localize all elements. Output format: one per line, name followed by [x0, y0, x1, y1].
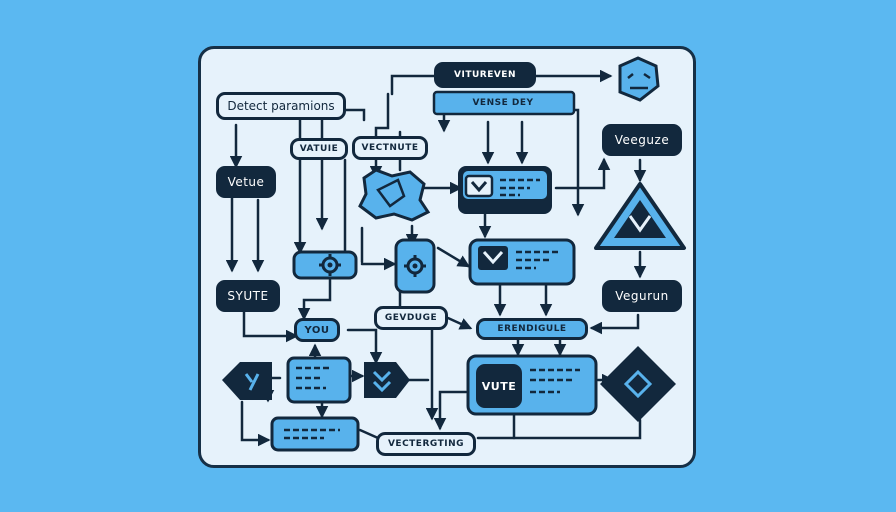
connector: [554, 157, 611, 190]
list-box: [286, 356, 352, 404]
node-vectnute: VECTNUTE: [352, 136, 428, 160]
chevron-list-card: [468, 238, 576, 286]
connector: [589, 313, 640, 335]
connector: [570, 108, 585, 217]
chevron-down-icon: [364, 362, 410, 398]
puzzle-gear-icon: [358, 168, 431, 222]
node-vectergting: VECTERGTING: [376, 432, 476, 456]
node-vitureven: VITUREVEN: [434, 62, 536, 88]
node-you: YOU: [294, 318, 340, 342]
node-vense-dey: VENSE DEY: [472, 98, 534, 108]
connector: [342, 108, 366, 122]
connector: [346, 328, 383, 365]
node-vatuie: VATUIE: [290, 138, 348, 160]
list-box: [270, 416, 360, 452]
connector: [436, 246, 471, 268]
connector: [390, 74, 436, 96]
node-vute: VUTE: [476, 364, 522, 408]
connector: [446, 316, 473, 330]
node-veeguze: Veeguze: [602, 124, 682, 156]
connector: [402, 326, 439, 421]
vense-dey-plate: [432, 90, 576, 116]
connector: [433, 390, 468, 431]
connector: [369, 92, 390, 179]
node-gevduge: GEVDUGE: [374, 306, 448, 330]
node-vetue: Vetue: [216, 166, 276, 198]
diamond-icon: [600, 346, 676, 422]
connector: [240, 400, 271, 447]
check-icon: [222, 362, 272, 400]
node-syute: SYUTE: [216, 280, 280, 312]
node-detect-paramions: Detect paramions: [216, 92, 346, 120]
node-vegurun: Vegurun: [602, 280, 682, 312]
node-erendigule: ERENDIGULE: [476, 318, 588, 340]
gear-icon: [292, 250, 358, 280]
connector: [476, 418, 642, 440]
connector: [242, 310, 299, 343]
device-gear-icon: [394, 238, 436, 294]
chevron-list-card: [458, 166, 552, 214]
hexagon-face-icon: [618, 56, 660, 102]
connector: [297, 278, 332, 321]
warning-triangle-icon: [594, 182, 686, 250]
connector: [358, 428, 380, 440]
